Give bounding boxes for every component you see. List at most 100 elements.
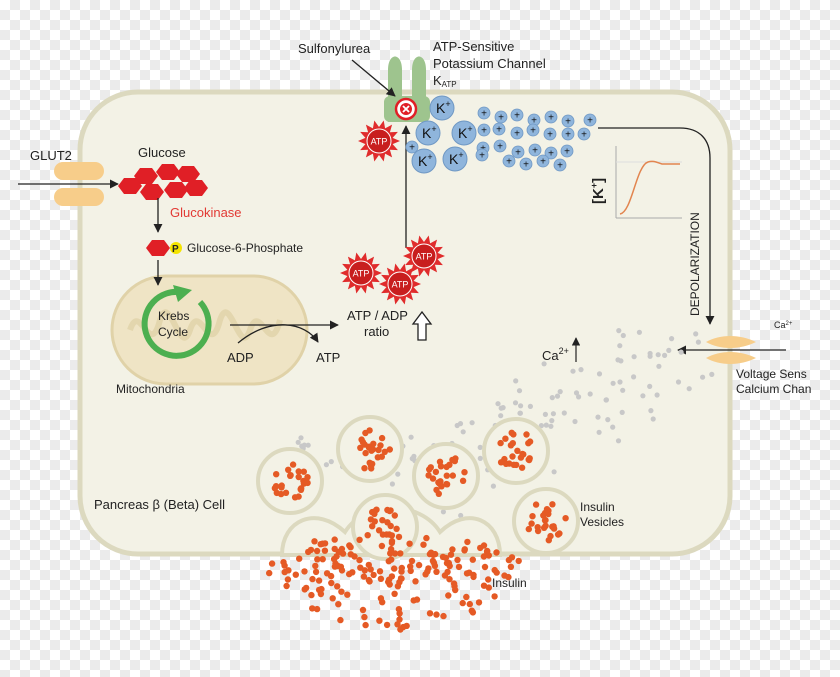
insulin-granule bbox=[362, 449, 369, 457]
potassium-small-ion: + bbox=[527, 113, 541, 127]
atp-molecule-label: ATP bbox=[392, 280, 409, 290]
atp-molecule: ATP bbox=[340, 252, 382, 294]
insulin-granule bbox=[328, 579, 335, 587]
insulin-granule bbox=[397, 550, 404, 557]
calcium-ion bbox=[666, 347, 672, 353]
insulin-granule bbox=[440, 612, 447, 620]
insulin-granule bbox=[311, 538, 318, 545]
calcium-ion bbox=[328, 459, 334, 465]
insulin-granule bbox=[470, 573, 477, 581]
insulin-granule bbox=[485, 576, 492, 583]
calcium-ion bbox=[557, 389, 563, 395]
insulin-granule bbox=[362, 429, 369, 437]
insulin-granule bbox=[388, 537, 396, 545]
phosphate-symbol: P bbox=[172, 244, 179, 255]
krebs-label-line2: Cycle bbox=[158, 325, 188, 339]
insulin-granule bbox=[284, 576, 292, 583]
insulin-granule bbox=[374, 454, 381, 461]
svg-text:K+: K+ bbox=[418, 152, 433, 169]
calcium-ion bbox=[538, 423, 545, 429]
insulin-granule bbox=[514, 447, 521, 454]
insulin-granule bbox=[303, 584, 310, 592]
insulin-granule bbox=[377, 442, 384, 449]
insulin-granule bbox=[377, 575, 385, 582]
insulin-granule bbox=[376, 617, 383, 624]
insulin-granule bbox=[426, 610, 434, 617]
insulin-granule bbox=[505, 573, 512, 581]
insulin-granule bbox=[266, 569, 273, 577]
calcium-ion bbox=[570, 368, 576, 374]
calcium-ion bbox=[477, 444, 483, 450]
insulin-granule bbox=[429, 475, 437, 482]
katp-label-line2: Potassium Channel bbox=[433, 56, 546, 71]
potassium-small-ion: + bbox=[561, 114, 575, 128]
calcium-ion bbox=[454, 422, 460, 429]
insulin-granule bbox=[515, 557, 522, 565]
insulin-granule bbox=[315, 577, 323, 584]
calcium-ion bbox=[469, 420, 475, 426]
calcium-ion bbox=[647, 350, 653, 357]
insulin-granule bbox=[509, 453, 516, 460]
insulin-granule bbox=[430, 551, 437, 558]
insulin-granule bbox=[407, 567, 414, 575]
calcium-ion bbox=[596, 371, 603, 377]
insulin-granule bbox=[446, 576, 453, 583]
glucose-label: Glucose bbox=[138, 145, 186, 160]
insulin-granule bbox=[281, 562, 288, 569]
insulin-granule bbox=[395, 606, 403, 613]
svg-text:K+: K+ bbox=[422, 124, 437, 141]
insulin-granule bbox=[534, 527, 542, 535]
insulin-granule bbox=[296, 555, 303, 562]
calcium-ion bbox=[615, 438, 622, 444]
svg-text:+: + bbox=[581, 130, 587, 141]
potassium-small-ion: + bbox=[544, 146, 558, 160]
potassium-small-ion: + bbox=[493, 139, 507, 153]
k-concentration-label: [K+] bbox=[589, 178, 607, 204]
calcium-ion bbox=[675, 379, 682, 385]
insulin-granule bbox=[463, 593, 470, 601]
sulfonylurea-label: Sulfonylurea bbox=[298, 41, 371, 56]
insulin-granule bbox=[543, 506, 551, 513]
insulin-granule bbox=[540, 524, 548, 531]
potassium-small-ion: + bbox=[475, 148, 489, 162]
potassium-small-ion: + bbox=[553, 158, 567, 172]
calcium-ion bbox=[458, 512, 464, 519]
calcium-ion bbox=[500, 405, 506, 411]
calcium-ion bbox=[631, 374, 637, 380]
insulin-granule bbox=[513, 461, 520, 469]
insulin-granule bbox=[315, 586, 323, 594]
katp-label-line1: ATP-Sensitive bbox=[433, 39, 514, 54]
calcium-outside-label: Ca2+ bbox=[774, 320, 793, 330]
insulin-granule bbox=[497, 439, 504, 447]
insulin-granule bbox=[376, 568, 384, 575]
insulin-granule bbox=[519, 450, 526, 458]
insulin-granule bbox=[321, 547, 329, 554]
insulin-granule bbox=[452, 586, 459, 594]
glut2-transporter bbox=[54, 162, 104, 206]
potassium-ion: K+ bbox=[451, 120, 477, 146]
insulin-granule bbox=[455, 563, 463, 571]
insulin-granule bbox=[301, 568, 308, 575]
insulin-granule bbox=[312, 568, 320, 576]
potassium-small-ion: + bbox=[544, 110, 558, 124]
insulin-granule bbox=[365, 576, 373, 584]
insulin-granule bbox=[397, 626, 404, 633]
insulin-granule bbox=[433, 486, 440, 494]
insulin-granule bbox=[282, 489, 290, 496]
insulin-granule bbox=[295, 473, 302, 481]
vsc-label-line2: Calcium Chan bbox=[736, 382, 811, 396]
insulin-granule bbox=[507, 442, 515, 449]
insulin-granule bbox=[549, 501, 556, 508]
atp-molecule: ATP bbox=[379, 263, 421, 305]
atp-label: ATP bbox=[316, 350, 340, 365]
vsc-label-line1: Voltage Sens bbox=[736, 367, 807, 381]
insulin-granule bbox=[529, 513, 536, 520]
svg-text:K+: K+ bbox=[449, 150, 464, 167]
g6p-molecule bbox=[146, 240, 170, 256]
calcium-ion bbox=[654, 392, 660, 398]
potassium-ion: K+ bbox=[415, 120, 441, 146]
insulin-granule bbox=[429, 557, 437, 565]
insulin-granule bbox=[510, 431, 517, 438]
calcium-ion bbox=[541, 361, 547, 367]
insulin-granule bbox=[549, 523, 556, 530]
